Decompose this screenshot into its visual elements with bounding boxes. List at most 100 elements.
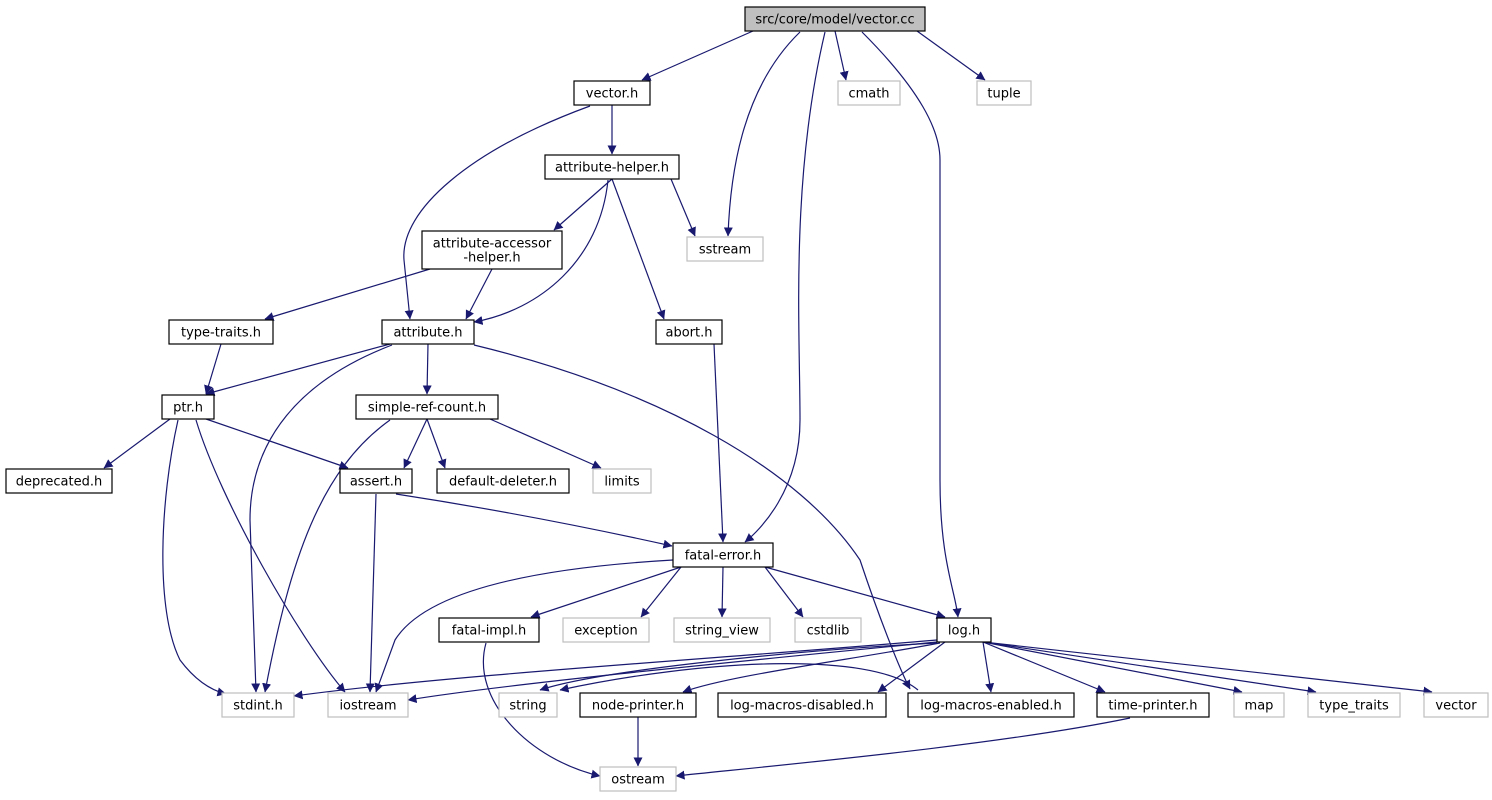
- node-box: [544, 154, 680, 180]
- edge-attribute-accessor-helper-h-to-type-traits-h: [264, 268, 431, 321]
- node-time-printer-h[interactable]: time-printer.h: [1096, 692, 1210, 718]
- edge-abort-h-to-fatal-error-h: [713, 343, 728, 543]
- node-box: [592, 468, 652, 494]
- node-label: ptr.h: [173, 401, 203, 416]
- node-label: limits: [604, 475, 640, 490]
- edge-simple-ref-count-h-to-default-deleter-h: [426, 418, 447, 469]
- node-label: string_view: [685, 624, 759, 639]
- node-label: deprecated.h: [16, 475, 102, 490]
- edge-log-h-to-time-printer-h: [982, 641, 1106, 693]
- edge-fatal-error-h-to-string-view: [717, 566, 727, 618]
- node-log-h[interactable]: log.h: [936, 617, 992, 643]
- node-abort-h[interactable]: abort.h: [655, 319, 723, 345]
- node-box: [161, 394, 215, 420]
- edge-fatal-error-h-to-cstdlib: [764, 566, 804, 618]
- edge-vector-cc-to-tuple: [916, 30, 986, 81]
- node-label: log.h: [948, 624, 980, 639]
- edge-log-macros-enabled-h-to-string: [559, 663, 919, 693]
- node-type-traits: type_traits: [1307, 692, 1401, 718]
- node-box: [5, 468, 113, 494]
- node-box: [599, 766, 677, 792]
- node-box: [438, 617, 540, 643]
- node-box: [672, 542, 774, 568]
- edge-ptr-h-to-deprecated-h: [103, 418, 171, 469]
- node-box: [339, 468, 413, 494]
- node-label: src/core/model/vector.cc: [755, 13, 914, 28]
- node-label: tuple: [987, 87, 1020, 102]
- node-fatal-error-h[interactable]: fatal-error.h: [672, 542, 774, 568]
- edge-fatal-impl-h-to-ostream: [482, 642, 601, 779]
- edge-vector-cc-to-log-h: [861, 31, 962, 618]
- node-label: vector.h: [586, 87, 638, 102]
- edge-type-traits-h-to-ptr-h: [204, 343, 222, 395]
- node-log-macros-enabled-h[interactable]: log-macros-enabled.h: [907, 692, 1075, 718]
- node-tuple: tuple: [976, 80, 1032, 106]
- node-string-view: string_view: [673, 617, 771, 643]
- node-box: [1233, 692, 1285, 718]
- node-label: vector: [1435, 699, 1477, 714]
- node-ostream: ostream: [599, 766, 677, 792]
- node-box: [837, 80, 901, 106]
- edge-attribute-helper-h-to-sstream: [670, 178, 696, 237]
- node-box: [327, 692, 409, 718]
- node-ptr-h[interactable]: ptr.h: [161, 394, 215, 420]
- node-box: [976, 80, 1032, 106]
- edge-log-h-to-vector: [982, 641, 1433, 696]
- node-assert-h[interactable]: assert.h: [339, 468, 413, 494]
- node-box: [717, 692, 887, 718]
- node-log-macros-disabled-h[interactable]: log-macros-disabled.h: [717, 692, 887, 718]
- edge-log-h-to-stdint-h: [293, 639, 938, 700]
- node-box: [498, 692, 558, 718]
- node-box: [355, 394, 499, 420]
- node-box: [907, 692, 1075, 718]
- edge-attribute-h-to-ptr-h: [205, 343, 391, 397]
- edge-ptr-h-to-assert-h: [205, 418, 349, 470]
- node-attribute-h[interactable]: attribute.h: [381, 319, 475, 345]
- node-vector-cc[interactable]: src/core/model/vector.cc: [744, 6, 926, 32]
- edge-time-printer-h-to-ostream: [675, 717, 1131, 780]
- edge-attribute-h-to-log-macros-enabled-h: [473, 344, 911, 690]
- edge-log-h-to-map: [982, 641, 1243, 695]
- node-label: fatal-impl.h: [452, 624, 526, 639]
- node-label: sstream: [699, 243, 751, 258]
- node-box: [562, 617, 650, 643]
- node-iostream: iostream: [327, 692, 409, 718]
- node-label: attribute-accessor: [433, 237, 552, 252]
- edge-log-h-to-node-printer-h: [682, 642, 941, 694]
- node-attribute-helper-h[interactable]: attribute-helper.h: [544, 154, 680, 180]
- nodes-layer: src/core/model/vector.cc vector.h cmath tup…: [5, 6, 1489, 792]
- node-box: [1307, 692, 1401, 718]
- node-type-traits-h[interactable]: type-traits.h: [168, 319, 274, 345]
- node-label: exception: [574, 624, 638, 639]
- node-cstdlib: cstdlib: [794, 617, 862, 643]
- edge-vector-cc-to-cmath: [834, 30, 849, 81]
- edge-simple-ref-count-h-to-limits: [489, 418, 602, 469]
- edge-attribute-helper-h-to-attribute-accessor-helper-h: [553, 178, 613, 231]
- node-default-deleter-h[interactable]: default-deleter.h: [436, 468, 570, 494]
- node-label: string: [509, 699, 546, 714]
- node-string: string: [498, 692, 558, 718]
- node-vector-h[interactable]: vector.h: [573, 80, 651, 106]
- edge-simple-ref-count-h-to-assert-h: [403, 418, 428, 469]
- edge-log-h-to-type-traits: [982, 641, 1317, 696]
- node-label: time-printer.h: [1108, 699, 1197, 714]
- node-box: [436, 468, 570, 494]
- node-limits: limits: [592, 468, 652, 494]
- node-label: map: [1245, 699, 1274, 714]
- edge-attribute-h-to-stdint-h: [249, 344, 393, 693]
- node-label: default-deleter.h: [449, 475, 557, 490]
- edge-simple-ref-count-h-to-stdint-h: [262, 419, 391, 693]
- node-box: [936, 617, 992, 643]
- node-exception: exception: [562, 617, 650, 643]
- edge-attribute-helper-h-to-attribute-h: [473, 179, 609, 325]
- node-cmath: cmath: [837, 80, 901, 106]
- node-deprecated-h[interactable]: deprecated.h: [5, 468, 113, 494]
- node-label: attribute-helper.h: [555, 161, 669, 176]
- node-simple-ref-count-h[interactable]: simple-ref-count.h: [355, 394, 499, 420]
- node-attribute-accessor-helper-h[interactable]: attribute-accessor-helper.h: [421, 230, 563, 270]
- node-node-printer-h[interactable]: node-printer.h: [579, 692, 697, 718]
- node-label: log-macros-enabled.h: [920, 699, 1061, 714]
- node-fatal-impl-h[interactable]: fatal-impl.h: [438, 617, 540, 643]
- node-vector: vector: [1423, 692, 1489, 718]
